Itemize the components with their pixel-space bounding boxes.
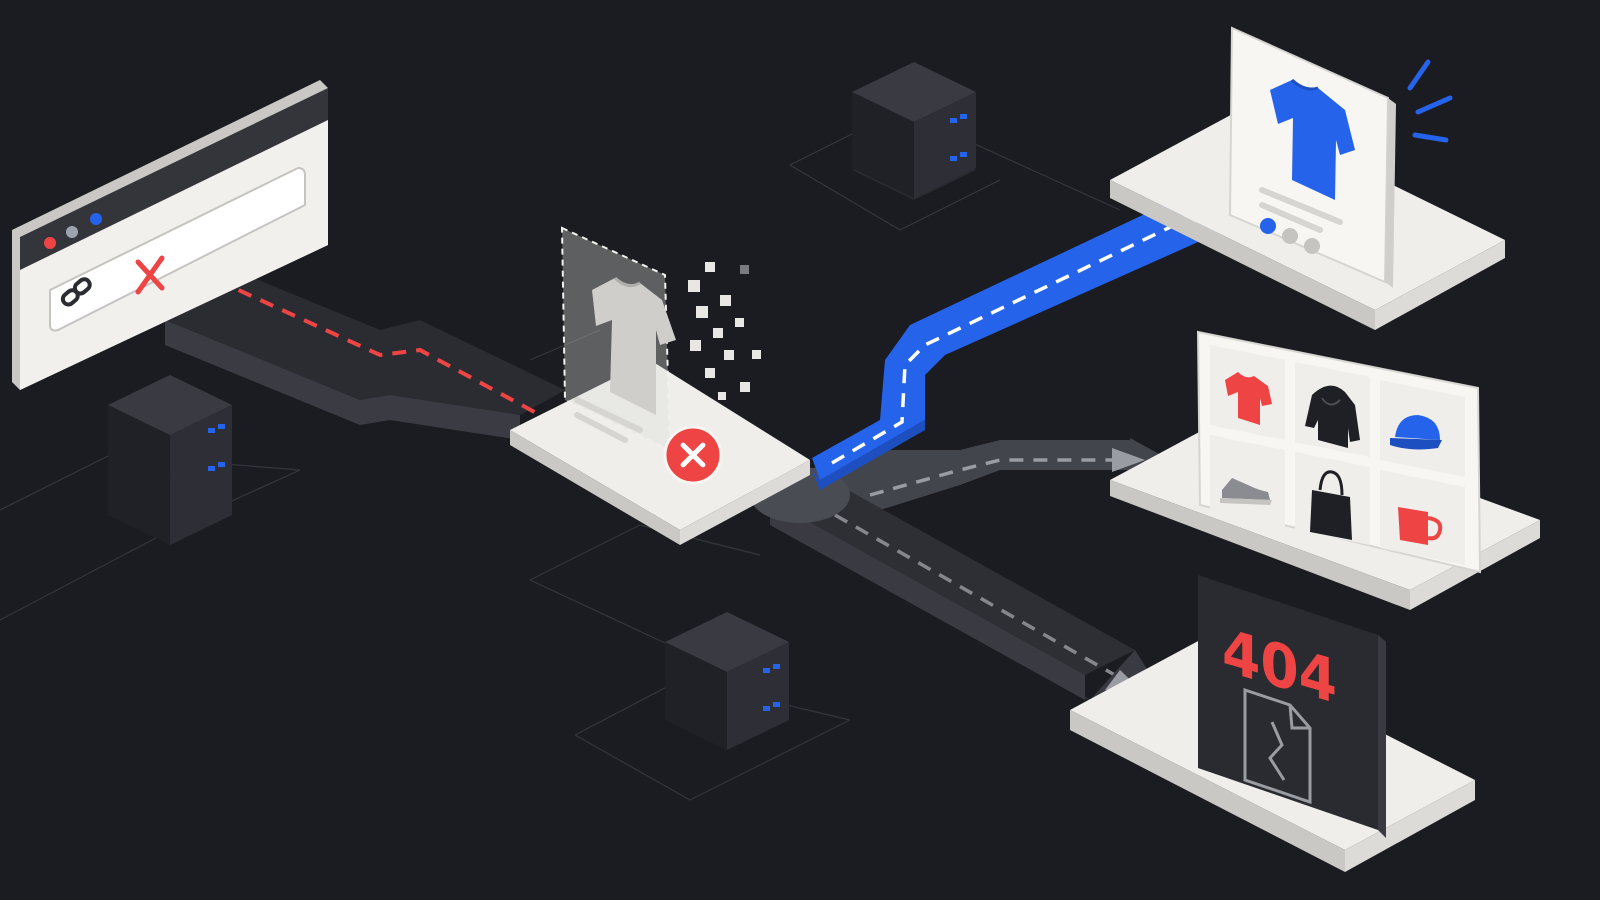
tshirt-icon	[592, 276, 676, 415]
traffic-light-gray	[66, 226, 78, 238]
path-hub-to-others	[750, 438, 1170, 705]
broken-x-icon	[135, 255, 165, 295]
path-browser-to-removed	[165, 258, 565, 440]
sneaker-icon	[1220, 478, 1272, 505]
mug-icon	[1398, 507, 1443, 545]
hoodie-icon	[1305, 385, 1360, 448]
server-stack-top	[852, 62, 976, 200]
tshirt-icon	[1270, 78, 1355, 200]
removed-product-card	[510, 226, 810, 545]
dissolve-pixels	[688, 262, 761, 400]
similar-product-card[interactable]	[1110, 26, 1505, 330]
highlight-rays-icon	[1407, 59, 1453, 143]
cap-icon	[1390, 415, 1442, 450]
traffic-light-blue	[90, 213, 102, 225]
server-stack-bottom	[665, 612, 789, 750]
tshirt-icon	[1225, 372, 1272, 425]
server-stack-left	[108, 375, 232, 545]
url-bar[interactable]	[49, 166, 306, 332]
browser-window	[12, 80, 328, 390]
traffic-light-red	[44, 237, 56, 249]
broken-file-icon	[1243, 687, 1312, 805]
category-grid-card[interactable]	[1110, 330, 1540, 610]
remove-x-icon	[663, 425, 723, 485]
not-found-card[interactable]: 404	[1070, 575, 1475, 872]
link-icon	[60, 277, 92, 307]
tote-bag-icon	[1310, 470, 1352, 540]
